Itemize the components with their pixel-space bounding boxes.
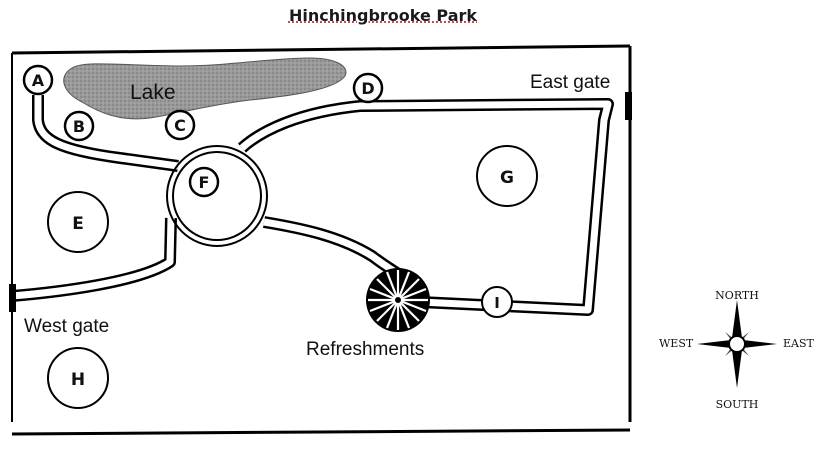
marker-f-label: F <box>199 173 210 192</box>
marker-d: D <box>352 72 384 104</box>
refreshments-label: Refreshments <box>306 339 424 360</box>
marker-a: A <box>22 64 54 96</box>
west-gate-marker <box>9 284 16 312</box>
marker-g-label: G <box>500 168 514 188</box>
marker-f: F <box>188 166 220 198</box>
map-title: Hinchingbrooke Park <box>288 6 478 25</box>
lake-shape <box>63 57 347 120</box>
marker-g: G <box>476 145 538 207</box>
marker-i: I <box>481 286 513 318</box>
marker-e-label: E <box>72 214 84 234</box>
compass-south: SOUTH <box>716 398 759 411</box>
marker-c: C <box>164 109 196 141</box>
east-gate-label: East gate <box>530 72 610 93</box>
compass-east: EAST <box>783 337 815 350</box>
park-boundary <box>11 44 632 436</box>
lake-label: Lake <box>130 81 176 104</box>
marker-e: E <box>47 191 109 253</box>
marker-h: H <box>47 347 109 409</box>
east-gate-marker <box>625 92 632 120</box>
marker-a-label: A <box>32 71 45 90</box>
marker-h-label: H <box>71 370 85 390</box>
footpaths <box>11 95 614 316</box>
compass-rose: NORTH SOUTH WEST EAST <box>659 289 815 411</box>
marker-i-label: I <box>494 294 500 312</box>
marker-b: B <box>63 110 95 142</box>
marker-d-label: D <box>361 79 374 98</box>
marker-b-label: B <box>73 117 85 136</box>
marker-c-label: C <box>174 116 186 135</box>
compass-icon <box>697 300 777 388</box>
compass-west: WEST <box>659 337 694 350</box>
refreshments-icon <box>366 268 430 332</box>
west-gate-label: West gate <box>24 316 109 337</box>
compass-north: NORTH <box>715 289 759 302</box>
